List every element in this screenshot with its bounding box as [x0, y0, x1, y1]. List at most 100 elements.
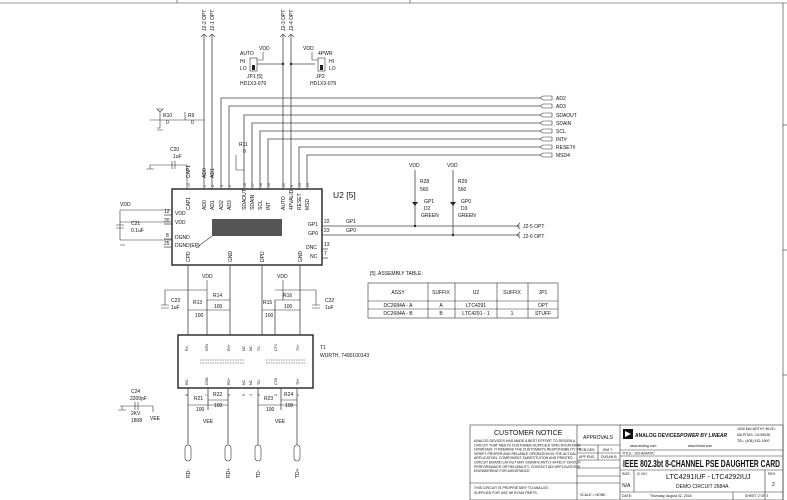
vdd-label: VDD	[447, 163, 458, 169]
jumper-jp2[interactable]: VDD 4PWR HI LO JP2 HD1X3-079	[303, 46, 336, 87]
net-gp0: GP0	[346, 228, 356, 234]
connector-j2-3: J2-3 OPT	[281, 10, 287, 31]
t1-pin-number: 8	[185, 394, 189, 396]
net-flag	[539, 144, 553, 150]
jp1-part: HD1X3-079	[240, 81, 266, 87]
notice-line: ANALOG DEVICES HAS MADE A BEST EFFORT TO…	[474, 439, 576, 443]
t1-pin-number: 5	[242, 394, 246, 396]
notice-line: PERFORMANCE OR RELIABILITY. CONTACT ADI …	[474, 465, 581, 469]
pin-number: 1	[203, 185, 207, 187]
r11-value: 0	[243, 149, 246, 155]
jp2-hi-label: HI	[329, 59, 334, 65]
left-passives: R10 0 R9 0 C20 1uF R11 0 VDD C21 0.1uF	[116, 108, 248, 246]
net-flag	[539, 128, 553, 134]
d3-ref: D3	[461, 206, 468, 212]
pin-number: 2	[211, 185, 215, 187]
address: TEL: (408) 432-1900	[737, 439, 769, 443]
date: Thursday, August 02, 2018	[650, 494, 692, 498]
pin-22: 22	[324, 219, 330, 225]
pin-number: 6	[290, 185, 294, 187]
table-cell: 1	[511, 311, 514, 317]
notice-line: CIRCUIT BOARD LAYOUT MAY SIGNIFICANTLY A…	[474, 461, 582, 465]
jp1-ref: JP1 [5]	[247, 74, 263, 80]
output-rd-minus: RD-	[186, 469, 192, 478]
sheet-number: SHEET 2 OF 3	[745, 494, 768, 498]
output-network: RD- RD+ TD- TD+ R21 100 R22 100 R23 100 …	[118, 388, 301, 478]
notice-line: HOWEVER, IT REMAINS THE CUSTOMER'S RESPO…	[474, 448, 582, 452]
t1-pin-name: CRD	[205, 377, 209, 385]
pin-dpd: DPD	[260, 251, 266, 262]
table-cell: A	[439, 303, 443, 309]
customer-notice-title: CUSTOMER NOTICE	[494, 430, 563, 437]
ic-u2[interactable]: U2 [5] 19CAP1CAP11AD0AD02AD1AD13AD24AD31…	[164, 165, 520, 266]
r9-value: 0	[191, 120, 194, 126]
r24-value: 100	[285, 403, 294, 409]
t1-pin-name: NC	[249, 379, 253, 385]
pin-name: CAP1	[186, 197, 192, 210]
notice-line: ENGINEERING FOR ASSISTANCE.	[474, 469, 531, 473]
rev-label: REV.	[768, 472, 776, 476]
pin-8: 8	[166, 233, 169, 239]
pin-number: 21	[282, 183, 286, 187]
t1-pin-name: RD-	[185, 378, 189, 385]
net-flag	[539, 120, 553, 126]
address: MILPITAS, CA 95035	[737, 433, 770, 437]
vdd-label: VDD	[277, 274, 288, 280]
d2-ref: D2	[424, 206, 431, 212]
r29-value: 560	[458, 187, 467, 193]
jumper-jp1[interactable]: VDD AUTO HI LO JP1 [5] HD1X3-079	[240, 46, 270, 87]
connector-j2-4: J2-4 OPT	[289, 10, 295, 31]
table-cell: OPT	[538, 303, 548, 309]
pin-cpd: CPD	[186, 251, 192, 262]
t1-pin-name: CTD	[274, 377, 278, 385]
pin-name: AD1	[210, 200, 216, 210]
transformer-t1[interactable]: T1 WURTH, 7490100143 RX-RD-8CRXCRD7RX+RD…	[177, 334, 369, 396]
t1-pin-number: 2	[274, 394, 278, 396]
r16-ref: R16	[283, 293, 292, 299]
jp1-hi-label: HI	[240, 59, 245, 65]
vee-label: VEE	[203, 419, 214, 425]
pin-gnd: GND	[298, 251, 304, 263]
pin-vdd: VDD	[175, 220, 186, 226]
connector-j2-1: J2-1 OPT	[210, 10, 216, 31]
net-flag	[539, 112, 553, 118]
c22-ref: C22	[325, 298, 334, 304]
pin-name: SCL	[258, 200, 264, 210]
pin-net: CAP1	[186, 165, 192, 178]
r21-ref: R21	[194, 396, 203, 402]
vdd-label: VDD	[120, 202, 131, 208]
vee-label: VEE	[150, 416, 161, 422]
demo-circuit: DEMO CIRCUIT 2684A	[676, 484, 729, 490]
title-label: TITLE : SCHEMATIC	[622, 452, 655, 456]
pin-23: 23	[324, 228, 330, 234]
connector-j2-2: J2-2 OPT	[202, 10, 208, 31]
table-cell: DC2684A - A	[384, 303, 414, 309]
notice-line: VERIFY PROPER AND RELIABLE OPERATION IN …	[474, 452, 577, 456]
r10-ref: R10	[163, 113, 172, 119]
pin-number: 16	[243, 183, 247, 187]
pin-dgnd: DGND	[175, 235, 190, 241]
pin-number: 19	[187, 183, 191, 187]
t1-pin-name: RD+	[227, 378, 231, 385]
net-int: INT#	[556, 137, 567, 143]
ic-label: IC NO.	[637, 472, 648, 476]
r28-value: 560	[420, 187, 429, 193]
r15-value: 100	[265, 313, 274, 319]
r9-ref: R9	[188, 113, 195, 119]
r28-ref: R28	[420, 179, 429, 185]
vee-label: VEE	[275, 419, 286, 425]
vdd-label: VDD	[259, 46, 270, 52]
jp2-4pwr-label: 4PWR	[318, 51, 333, 57]
proprietary-note: SUPPLIED FOR USE WITH ADI PARTS.	[474, 491, 538, 495]
t1-ref: T1	[320, 345, 326, 351]
u2-ref: U2 [5]	[333, 190, 356, 200]
adi-logo-text: ANALOG DEVICES	[635, 433, 681, 439]
t1-pin-number: 1	[296, 394, 300, 396]
net-sdaout: SDAOUT	[556, 113, 577, 119]
jp2-lo-label: LO	[329, 66, 336, 72]
linear-logo: POWER BY LINEAR	[680, 433, 728, 439]
r29-ref: R29	[458, 179, 467, 185]
r16-value: 100	[284, 304, 293, 310]
net-flag	[539, 136, 553, 142]
